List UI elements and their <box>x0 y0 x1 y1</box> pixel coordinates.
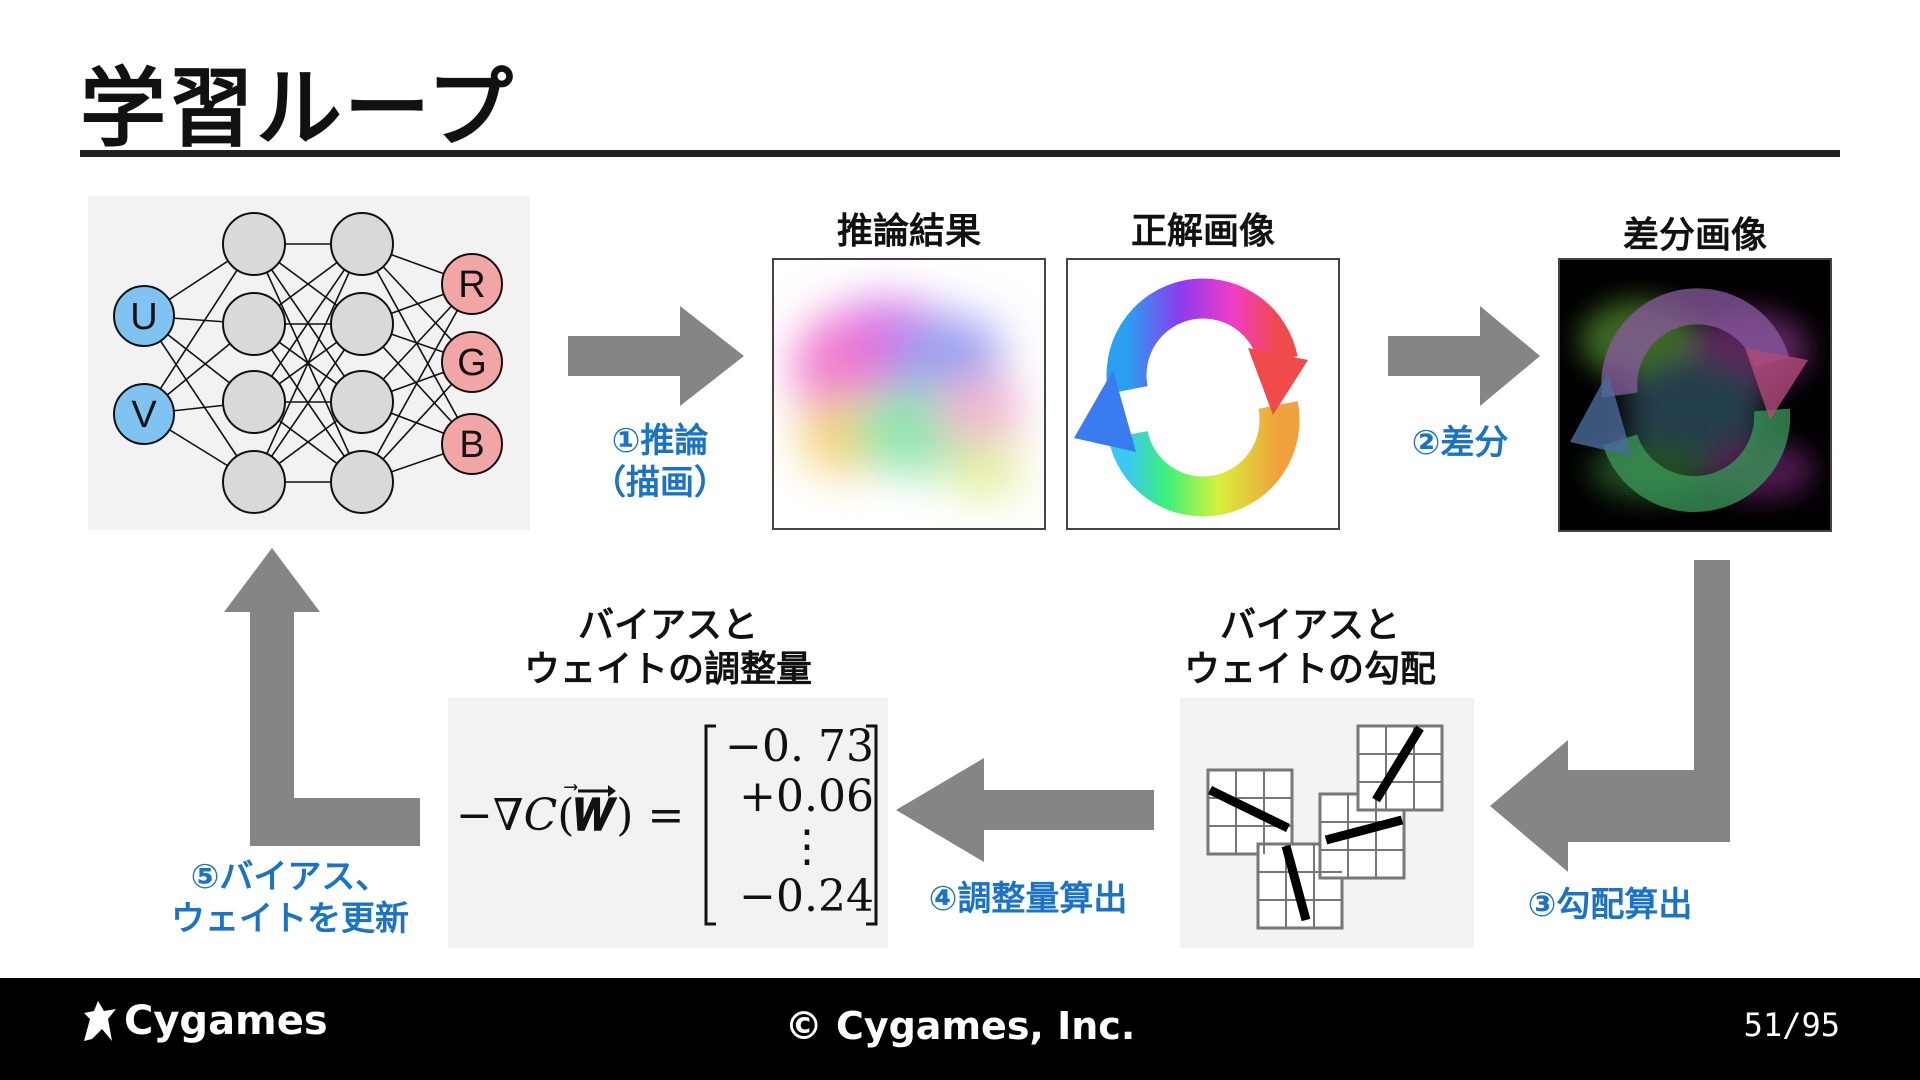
nn-edge <box>143 315 255 483</box>
adjustment-caption: バイアスと ウェイトの調整量 <box>523 605 812 690</box>
title-divider <box>80 150 1840 157</box>
step-4-label: ④調整量算出 <box>928 879 1128 919</box>
matrix-row-3: ⋮ <box>785 821 829 872</box>
input-node <box>113 285 175 347</box>
arrow-right-2 <box>1388 306 1540 406</box>
arrow-left-up-5 <box>224 548 420 846</box>
step-3-label: ③勾配算出 <box>1527 885 1693 925</box>
vector-w: ⃗ 𝑾 <box>574 785 617 841</box>
hidden-node-layer1 <box>222 212 286 276</box>
nn-edge <box>361 283 473 483</box>
nn-edge <box>143 243 255 415</box>
ground-truth-caption: 正解画像 <box>1130 211 1275 252</box>
matrix-values: −0. 73 +0.06 ⋮ −0.24 <box>710 722 874 922</box>
input-node-label: V <box>131 394 157 436</box>
output-node <box>441 253 503 315</box>
hidden-node-layer1 <box>222 292 286 356</box>
page-number: 51/95 <box>1743 1006 1840 1044</box>
formula-lhs: −∇𝐶( ⃗ 𝑾 ) = <box>456 785 684 841</box>
footer-bar <box>0 978 1920 1080</box>
hidden-node-layer2 <box>330 292 394 356</box>
arrow-down-left-3 <box>1490 560 1730 872</box>
inference-result-image <box>772 258 1046 530</box>
matrix-row-4: −0.24 <box>739 871 874 922</box>
arrow-right-1 <box>568 306 744 406</box>
hidden-node-layer2 <box>330 370 394 434</box>
gradient-caption: バイアスと ウェイトの勾配 <box>1183 605 1436 690</box>
matrix-row-1: −0. 73 <box>725 721 874 772</box>
slide-title: 学習ループ <box>80 59 515 159</box>
step-2-label: ②差分 <box>1411 423 1509 463</box>
output-node-label: G <box>457 342 487 384</box>
output-node-label: B <box>459 424 484 466</box>
hidden-node-layer2 <box>330 212 394 276</box>
arrow-left-4 <box>896 758 1154 862</box>
neural-network-diagram: U V RGB <box>113 212 503 514</box>
hidden-node-layer1 <box>222 370 286 434</box>
inference-result-caption: 推論結果 <box>836 211 981 252</box>
diff-image-caption: 差分画像 <box>1622 215 1767 256</box>
input-node-label: U <box>130 296 157 338</box>
hidden-node-layer2 <box>330 450 394 514</box>
ground-truth-image <box>1066 258 1340 530</box>
hidden-node-layer1 <box>222 450 286 514</box>
input-node <box>113 383 175 445</box>
nn-edge <box>253 243 363 483</box>
gradient-grids <box>1206 724 1444 930</box>
footer-copyright: © Cygames, Inc. <box>784 1004 1136 1048</box>
cygames-dragon-icon <box>84 1001 116 1041</box>
output-node-label: R <box>458 264 485 306</box>
step-1-label: ①推論 （描画） <box>592 421 728 503</box>
matrix-row-2: +0.06 <box>739 771 874 822</box>
gradient-panel <box>1180 698 1474 948</box>
output-node <box>441 331 503 393</box>
output-node <box>441 413 503 475</box>
vector-arrow-icon-shape <box>578 785 617 797</box>
diff-image <box>1558 258 1832 532</box>
step-5-label: ⑤バイアス、 ウェイトを更新 <box>171 857 409 939</box>
matrix-brackets <box>704 724 878 926</box>
formula-panel: −∇𝐶( ⃗ 𝑾 ) = −0. 73 +0.06 ⋮ −0.24 <box>448 698 888 948</box>
footer-logo: Cygames <box>80 998 328 1044</box>
